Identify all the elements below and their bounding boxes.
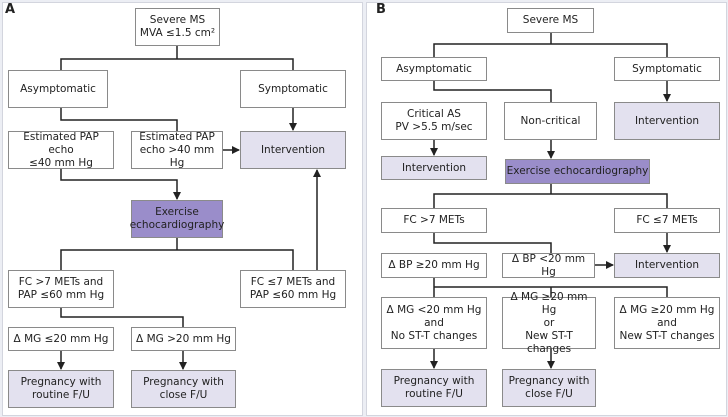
panel-a-label: A <box>5 2 16 17</box>
box-text-line: New ST-T changes <box>619 329 715 342</box>
box-severe-ms-b: Severe MS <box>507 8 594 33</box>
box-text-line: echo >40 mm Hg <box>139 143 215 169</box>
box-text-line: MVA ≤1.5 cm² <box>139 27 216 39</box>
connector <box>60 58 294 70</box>
box-text-line: Estimated PAP echo <box>23 130 99 156</box>
box-text-line: and <box>424 316 444 329</box>
box-text-line: or <box>543 316 555 329</box>
box-text-line: Severe MS <box>522 14 579 26</box>
box-text-line: FC >7 METs <box>403 214 465 226</box>
box-text-line: Δ MG ≥20 mm Hg <box>510 290 588 316</box>
box-text-line: FC >7 METs and <box>18 276 104 288</box>
box-text-line: Δ MG ≤20 mm Hg <box>13 332 109 345</box>
box-non-critical: Non-critical <box>504 102 597 140</box>
box-text-line: Estimated PAP <box>139 130 215 143</box>
box-text-line: No ST-T changes <box>390 329 478 342</box>
box-fc-high-b: FC >7 METs <box>381 208 487 233</box>
box-intervention-critical: Intervention <box>381 156 487 180</box>
box-text-line: Intervention <box>260 143 326 156</box>
box-text-line: Exercise echocardiography <box>506 165 649 177</box>
box-text-line: New ST-T changes <box>525 329 573 355</box>
box-text-line: FC ≤7 METs <box>636 214 698 226</box>
box-intervention-a: Intervention <box>240 131 346 169</box>
box-text-line: routine F/U <box>405 388 463 400</box>
box-mg-low-a: Δ MG ≤20 mm Hg <box>8 327 114 351</box>
panel-b-label: B <box>376 2 386 17</box>
box-text-line: Pregnancy with <box>508 375 590 387</box>
box-symptomatic-a: Symptomatic <box>240 70 346 108</box>
box-exercise-echo-b: Exercise echocardiography <box>505 159 650 184</box>
connector <box>434 286 668 297</box>
box-text-line: Critical AS <box>407 108 461 120</box>
box-text-line: Severe MS <box>149 14 206 26</box>
box-text-line: Δ MG ≥20 mm Hg <box>619 303 715 316</box>
box-asymptomatic-b: Asymptomatic <box>381 57 487 81</box>
box-text-line: echocardiography <box>129 219 225 231</box>
arrow <box>60 169 181 200</box>
box-symptomatic-b: Symptomatic <box>614 57 720 81</box>
box-text-line: Exercise <box>155 206 199 218</box>
box-text-line: Pregnancy with <box>393 375 475 387</box>
box-text-line: routine F/U <box>32 389 90 401</box>
box-text-line: Asymptomatic <box>396 62 472 75</box>
box-text-line: and <box>657 316 677 329</box>
box-text-line: Non-critical <box>520 114 581 127</box>
box-text-line: Asymptomatic <box>20 82 96 95</box>
box-text-line: ≤40 mm Hg <box>29 156 93 169</box>
box-bp-high: Δ BP ≥20 mm Hg <box>381 253 487 278</box>
connector <box>433 43 668 57</box>
box-text-line: Pregnancy with <box>20 376 102 388</box>
box-text-line: Symptomatic <box>258 82 328 95</box>
connector <box>60 108 178 131</box>
box-text-line: Δ BP ≥20 mm Hg <box>388 259 480 271</box>
box-text-line: Δ MG <20 mm Hg <box>386 303 482 316</box>
box-intervention-symptomatic: Intervention <box>614 102 720 140</box>
box-text-line: Pregnancy with <box>143 376 224 388</box>
connector <box>433 233 552 253</box>
box-text-line: PAP ≤60 mm Hg <box>249 289 337 301</box>
box-text-line: Δ BP <20 mm Hg <box>511 252 586 278</box>
box-text-line: PAP ≤60 mm Hg <box>17 289 105 301</box>
box-fc-low-b: FC ≤7 METs <box>614 208 720 233</box>
connector <box>433 193 668 208</box>
box-text-line: FC ≤7 METs and <box>250 276 336 288</box>
box-asymptomatic-a: Asymptomatic <box>8 70 108 108</box>
box-text-line: Symptomatic <box>632 62 702 75</box>
box-pap-low: Estimated PAP echo≤40 mm Hg <box>8 131 114 169</box>
box-mg-high-a: Δ MG >20 mm Hg <box>131 327 236 351</box>
box-text-line: Δ MG >20 mm Hg <box>136 332 231 345</box>
connector <box>433 81 552 102</box>
box-intervention-bp: Intervention <box>614 253 720 278</box>
box-text-line: PV >5.5 m/sec <box>395 121 473 133</box>
box-text-line: close F/U <box>159 389 208 401</box>
connector <box>60 308 184 327</box>
box-text-line: close F/U <box>525 388 573 400</box>
box-text-line: Intervention <box>634 259 700 271</box>
box-bp-low: Δ BP <20 mm Hg <box>502 253 595 278</box>
box-text-line: Intervention <box>401 161 467 174</box>
box-text-line: Intervention <box>634 114 700 127</box>
connector <box>60 249 294 270</box>
